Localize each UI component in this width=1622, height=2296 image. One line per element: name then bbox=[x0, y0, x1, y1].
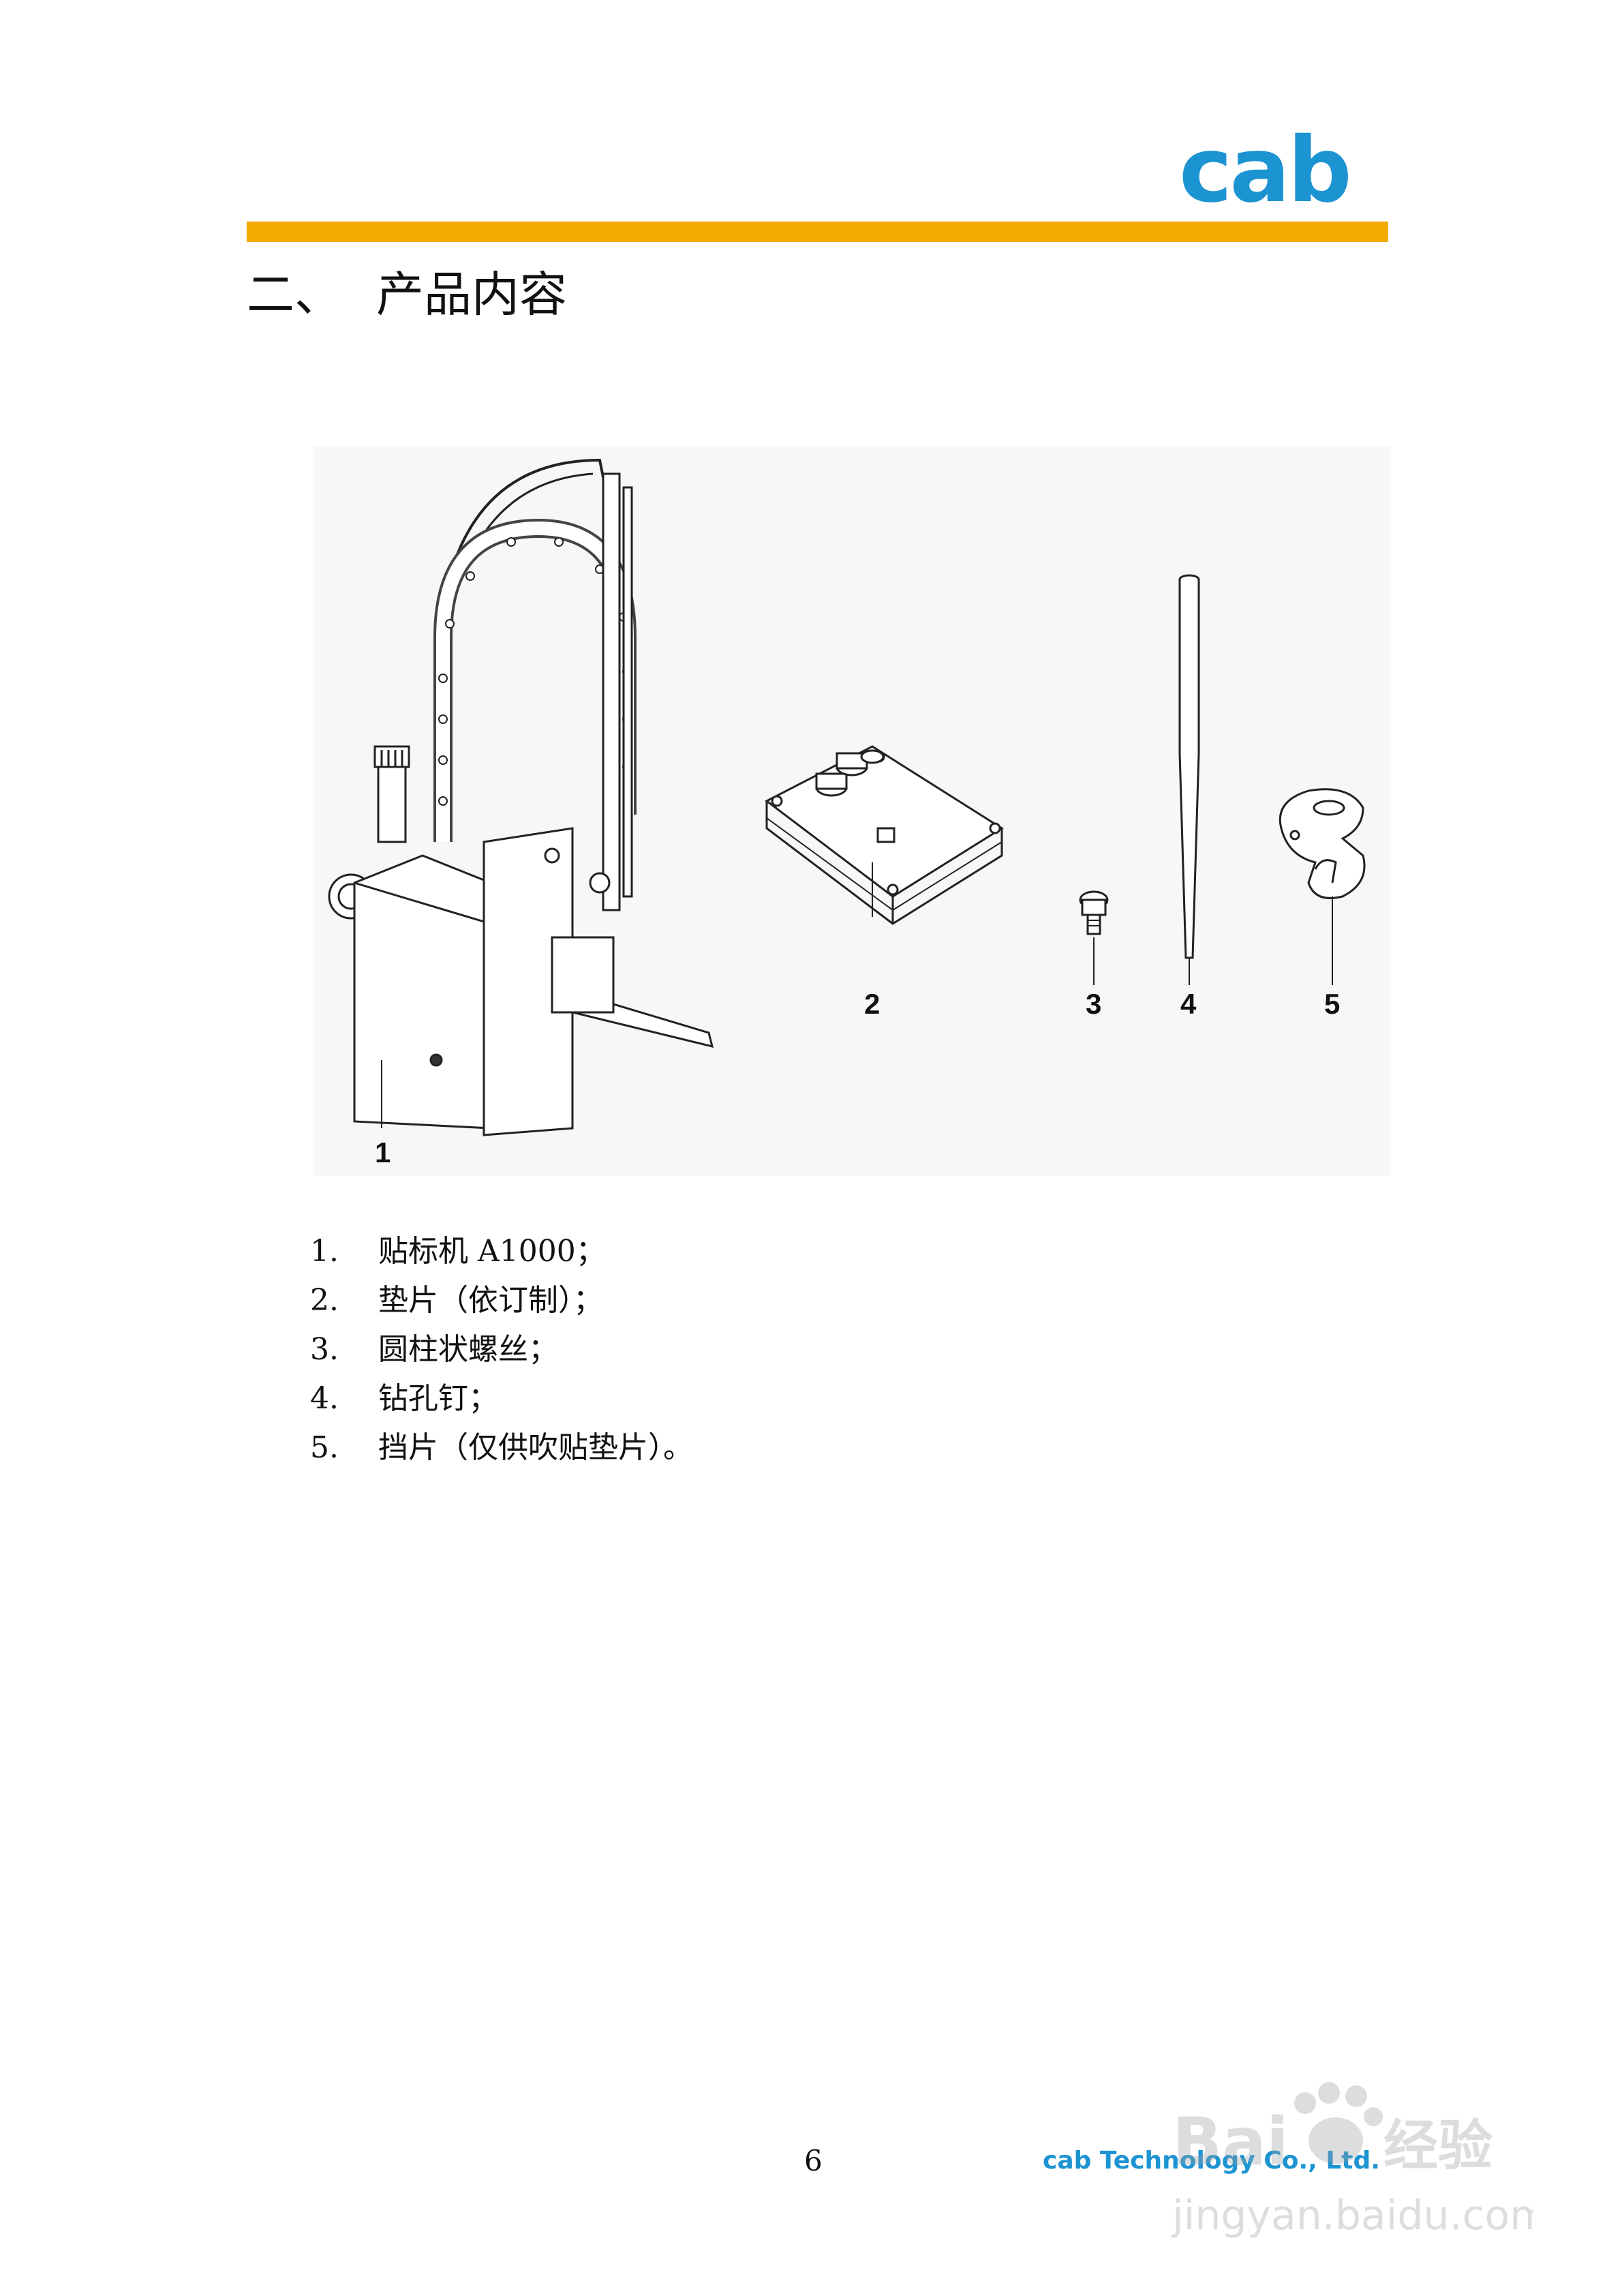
watermark-jingyan: 经验 bbox=[1383, 2114, 1493, 2177]
pin-drawing bbox=[1178, 574, 1200, 985]
list-item: 5.挡片（仅供吹贴垫片）。 bbox=[310, 1430, 693, 1465]
callout-5: 5 bbox=[1324, 988, 1340, 1020]
section-title: 产品内容 bbox=[376, 267, 567, 322]
header-rule bbox=[247, 222, 1388, 242]
watermark-url: jingyan.baidu.com bbox=[1171, 2192, 1533, 2239]
footer-company: cab Technology Co., Ltd. bbox=[1043, 2147, 1380, 2175]
product-illustration: 1 2 3 4 5 bbox=[313, 447, 1390, 1176]
contents-list: 1.贴标机 A1000； 2.垫片（依订制）； 3.圆柱状螺丝； 4.钻孔钉； … bbox=[310, 1227, 693, 1472]
cab-logo: cab bbox=[1179, 123, 1383, 218]
stop-bracket-drawing bbox=[1279, 788, 1366, 985]
list-item: 1.贴标机 A1000； bbox=[310, 1234, 606, 1269]
section-heading: 二、产品内容 bbox=[247, 260, 567, 329]
watermark-bai: Bai bbox=[1172, 2104, 1289, 2180]
paw-icon bbox=[1294, 2082, 1383, 2164]
baidu-watermark: Bai 经验 jingyan.baidu.com bbox=[1152, 2072, 1550, 2250]
screw-drawing bbox=[1079, 890, 1109, 985]
cab-logo-text: cab bbox=[1179, 118, 1352, 223]
pad-drawing bbox=[765, 745, 1004, 925]
list-item: 2.垫片（依订制）； bbox=[310, 1283, 603, 1318]
section-number: 二、 bbox=[247, 267, 342, 322]
list-item: 4.钻孔钉； bbox=[310, 1381, 498, 1416]
callout-4: 4 bbox=[1180, 988, 1197, 1020]
callout-2: 2 bbox=[864, 988, 880, 1020]
callout-3: 3 bbox=[1086, 988, 1101, 1020]
list-item: 3.圆柱状螺丝； bbox=[310, 1332, 558, 1367]
labeler-drawing bbox=[328, 458, 714, 1136]
callout-1: 1 bbox=[375, 1136, 391, 1168]
page-number: 6 bbox=[804, 2144, 823, 2177]
